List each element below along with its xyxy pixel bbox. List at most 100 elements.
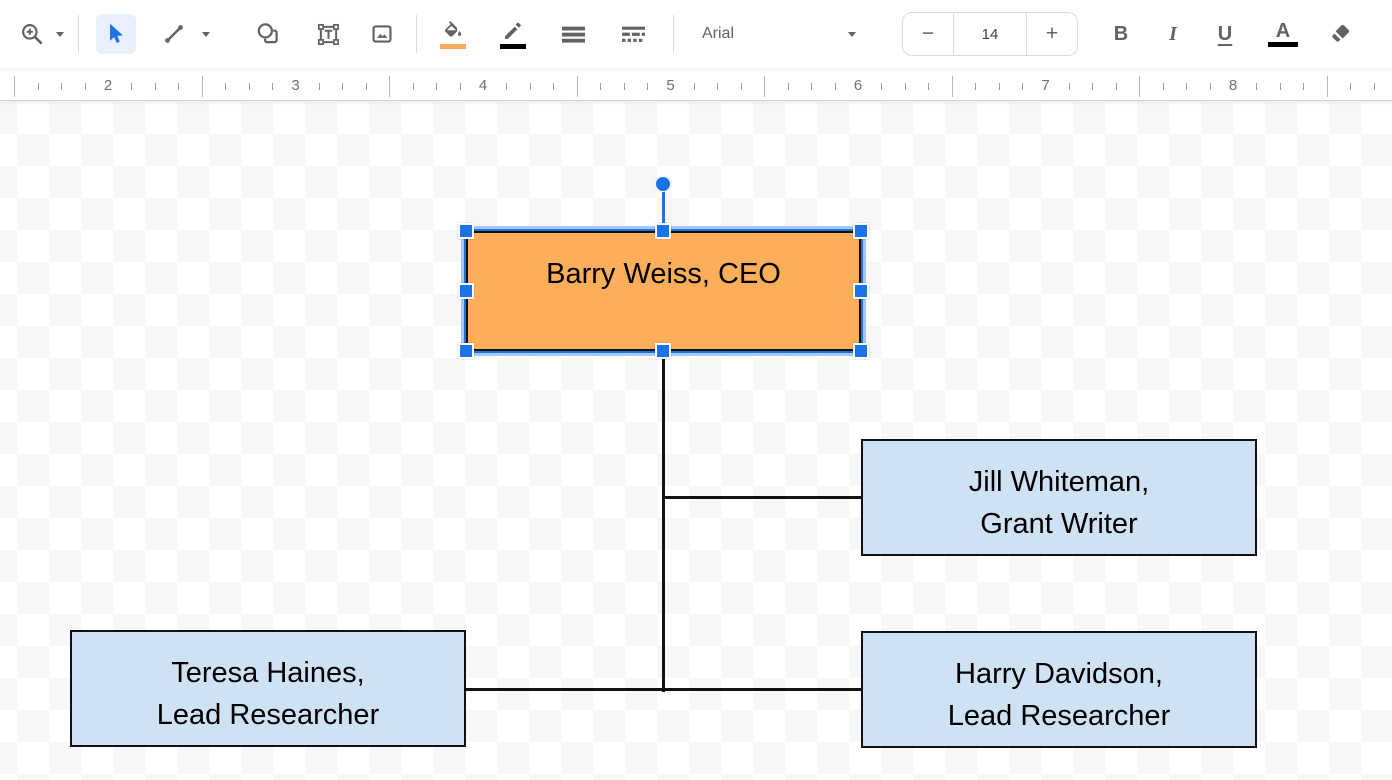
ruler-number: 8 <box>1228 76 1238 94</box>
ruler-tick <box>740 83 742 90</box>
resize-handle-s[interactable] <box>655 343 671 359</box>
chevron-down-icon <box>202 31 210 37</box>
ruler-tick <box>998 83 1000 90</box>
line-dash-icon <box>621 26 645 42</box>
text-box-icon <box>317 23 339 45</box>
font-size-input[interactable]: 14 <box>953 13 1027 55</box>
ruler-tick <box>1209 83 1211 90</box>
connector-line[interactable] <box>663 496 861 499</box>
ruler-tick <box>787 83 789 90</box>
drawing-canvas[interactable]: Barry Weiss, CEO Jill Whiteman, Grant Wr… <box>0 102 1392 780</box>
ruler-tick <box>37 83 39 90</box>
ruler-number: 4 <box>478 76 488 94</box>
ruler-tick <box>881 83 883 90</box>
zoom-dropdown-caret[interactable] <box>50 16 70 52</box>
select-tool-button[interactable] <box>96 14 136 54</box>
underline-button[interactable]: U <box>1217 22 1233 45</box>
border-dash-button[interactable] <box>615 16 651 52</box>
ruler-tick <box>764 76 766 97</box>
ruler-tick <box>553 83 555 90</box>
resize-handle-ne[interactable] <box>853 223 869 239</box>
pencil-icon <box>505 22 521 39</box>
paint-bucket-icon <box>444 21 462 37</box>
ruler-tick <box>1115 83 1117 90</box>
ruler-tick <box>928 83 930 90</box>
italic-button[interactable]: I <box>1169 22 1177 45</box>
shape-tool-button[interactable] <box>250 16 286 52</box>
shape-lead-researcher-1[interactable]: Teresa Haines, Lead Researcher <box>70 630 466 747</box>
ruler-tick <box>365 83 367 90</box>
resize-handle-nw[interactable] <box>458 223 474 239</box>
ruler-tick <box>225 83 227 90</box>
ruler-tick <box>811 83 813 90</box>
paint-format-button[interactable] <box>1322 16 1358 52</box>
ruler-tick <box>834 83 836 90</box>
ruler-tick <box>1256 83 1258 90</box>
border-color-button[interactable] <box>495 14 531 54</box>
chevron-down-icon <box>56 31 64 37</box>
ruler-number: 3 <box>291 76 300 94</box>
ruler-number: 2 <box>103 76 113 94</box>
shape-label: Barry Weiss, CEO <box>546 258 781 290</box>
ruler-tick <box>1279 83 1281 90</box>
font-family-label: Arial <box>702 25 735 42</box>
ruler-tick <box>318 83 320 90</box>
resize-handle-w[interactable] <box>458 283 474 299</box>
shape-label: Harry Davidson, Lead Researcher <box>947 657 1171 732</box>
ruler-tick <box>342 83 344 90</box>
shape-lead-researcher-2[interactable]: Harry Davidson, Lead Researcher <box>861 631 1257 748</box>
ruler-tick <box>14 76 16 97</box>
rotate-handle[interactable] <box>655 176 671 192</box>
ruler-tick <box>178 83 180 90</box>
ruler-tick <box>248 83 250 90</box>
toolbar-divider <box>78 15 79 53</box>
zoom-tool-button[interactable] <box>14 16 50 52</box>
line-tool-button[interactable] <box>156 16 192 52</box>
shape-label: Jill Whiteman, Grant Writer <box>968 465 1150 540</box>
ruler-tick <box>1326 76 1328 97</box>
zoom-icon <box>22 24 43 45</box>
connector-line[interactable] <box>466 688 863 691</box>
resize-handle-se[interactable] <box>853 343 869 359</box>
image-tool-button[interactable] <box>364 16 400 52</box>
ruler-tick <box>506 83 508 90</box>
shape-group-lead-researcher-1: Teresa Haines, Lead Researcher <box>70 630 466 747</box>
font-size-decrease-button[interactable]: − <box>921 22 935 45</box>
border-color-swatch <box>500 44 526 49</box>
ruler-tick <box>84 83 86 90</box>
text-color-button[interactable]: A <box>1266 14 1300 54</box>
line-tool-caret[interactable] <box>196 16 216 52</box>
ruler-tick <box>1092 83 1094 90</box>
shape-ceo[interactable]: Barry Weiss, CEO <box>466 231 861 351</box>
line-icon <box>165 25 183 43</box>
connector-line[interactable] <box>662 350 665 692</box>
ruler-tick <box>975 83 977 90</box>
ruler-tick <box>201 76 203 97</box>
chevron-down-icon <box>848 31 856 37</box>
ruler-tick <box>529 83 531 90</box>
ruler-tick <box>1068 83 1070 90</box>
ruler-tick <box>154 83 156 90</box>
resize-handle-n[interactable] <box>655 223 671 239</box>
resize-handle-e[interactable] <box>853 283 869 299</box>
ruler-tick <box>131 83 133 90</box>
ruler-tick <box>904 83 906 90</box>
paint-format-icon <box>1332 25 1349 42</box>
shape-group-ceo: Barry Weiss, CEO <box>458 176 869 359</box>
rotate-stem <box>662 191 665 229</box>
text-box-tool-button[interactable] <box>310 16 346 52</box>
bold-button[interactable]: B <box>1113 22 1129 45</box>
ruler-number: 7 <box>1041 76 1050 94</box>
fill-color-button[interactable] <box>435 14 471 54</box>
toolbar-divider <box>673 15 674 53</box>
font-family-select[interactable]: Arial <box>674 14 870 54</box>
border-weight-button[interactable] <box>555 16 591 52</box>
ruler-tick <box>1303 83 1305 90</box>
shape-grant-writer[interactable]: Jill Whiteman, Grant Writer <box>861 439 1257 556</box>
cursor-arrow-icon <box>110 23 123 43</box>
font-size-increase-button[interactable]: + <box>1045 22 1059 45</box>
resize-handle-sw[interactable] <box>458 343 474 359</box>
ruler-tick <box>61 83 63 90</box>
ruler-tick <box>1373 83 1375 90</box>
image-icon <box>372 25 392 43</box>
